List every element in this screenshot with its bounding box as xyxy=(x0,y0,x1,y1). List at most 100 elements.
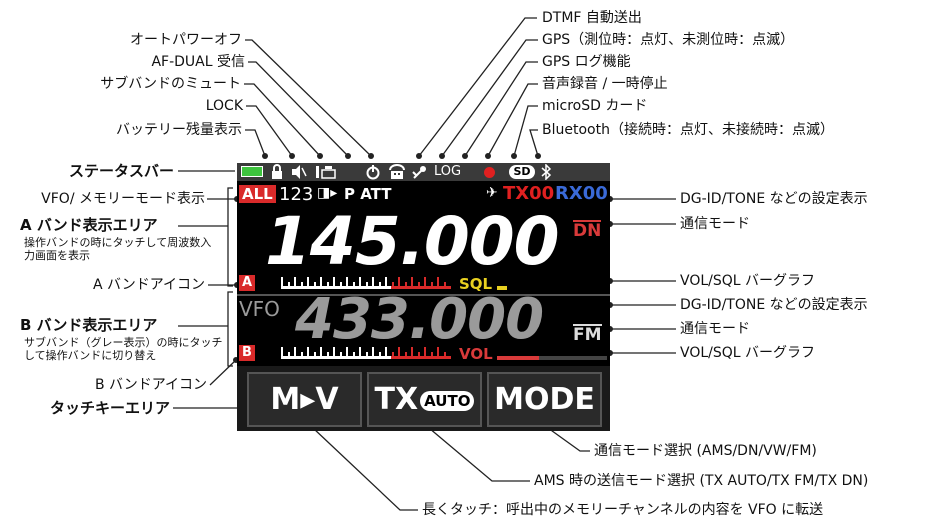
tx-setting: TX00 xyxy=(503,183,555,204)
callout-gps-log xyxy=(464,61,538,157)
band-a-icon: A xyxy=(239,275,255,291)
meter-tick xyxy=(320,277,322,289)
meter-tick xyxy=(346,347,348,359)
label-battery: バッテリー残量表示 xyxy=(116,122,242,138)
vol-bar-track xyxy=(539,356,607,360)
label-dtmf: DTMF 自動送出 xyxy=(542,10,642,26)
meter-tick xyxy=(281,347,283,359)
meter-tick xyxy=(424,277,426,289)
meter-tick xyxy=(424,347,426,359)
meter-tick xyxy=(300,352,303,359)
gps-icon xyxy=(411,164,431,180)
p-att-label: P ATT xyxy=(344,185,392,203)
mem-tag-icon: ◨▸ xyxy=(317,185,338,201)
band-divider xyxy=(237,294,610,296)
frequency-b[interactable]: 433.000 xyxy=(295,287,544,352)
label-b-band-desc: サブバンド（グレー表示）の時にタッチして操作バンドに切り替え xyxy=(24,336,223,362)
callout-mode-select xyxy=(547,427,590,452)
meter-tick xyxy=(391,282,394,289)
callout-microsd xyxy=(513,105,538,157)
mode-key[interactable]: MODE xyxy=(487,372,602,427)
meter-tick xyxy=(417,282,420,289)
meter-tick xyxy=(437,347,439,359)
dtmf-icon xyxy=(388,164,406,180)
meter-tick xyxy=(300,282,303,289)
bracket-a-band xyxy=(227,187,233,287)
radio-screen: LOG SD ALL 123 ◨▸ P ATT ✈ TX00 RX00 145.… xyxy=(237,163,610,431)
gps-log-label: LOG xyxy=(434,164,462,179)
s-meter-b xyxy=(281,345,451,359)
meter-tick xyxy=(326,282,329,289)
meter-tick xyxy=(281,277,283,289)
label-touch-key: タッチキーエリア xyxy=(49,399,170,417)
mode-b: FM xyxy=(573,324,602,345)
vol-bar xyxy=(497,356,539,360)
label-dgid-a: DG-ID/TONE などの設定表示 xyxy=(680,191,868,207)
band-b-icon: B xyxy=(239,345,255,361)
auto-badge: AUTO xyxy=(420,390,475,411)
meter-tick xyxy=(404,352,407,359)
label-volsql-b: VOL/SQL バーグラフ xyxy=(680,345,816,361)
label-long-touch: 長くタッチ：呼出中のメモリーチャンネルの内容を VFO に転送 xyxy=(422,502,824,518)
all-badge: ALL xyxy=(239,185,276,203)
label-auto-power-off: オートパワーオフ xyxy=(130,32,242,48)
meter-tick xyxy=(372,347,374,359)
frequency-a[interactable]: 145.000 xyxy=(265,203,560,280)
label-status-bar: ステータスバー xyxy=(68,162,174,180)
meter-tick xyxy=(437,277,439,289)
meter-tick xyxy=(307,277,309,289)
label-mode-select: 通信モード選択 (AMS/DN/VW/FM) xyxy=(594,443,817,459)
label-rec: 音声録音 / 一時停止 xyxy=(542,76,668,92)
callout-dtmf xyxy=(418,17,537,157)
label-ams-tx: AMS 時の送信モード選択 (TX AUTO/TX FM/TX DN) xyxy=(534,473,869,489)
meter-tick xyxy=(430,352,433,359)
callout-battery xyxy=(245,129,266,157)
meter-tick xyxy=(430,282,433,289)
meter-tick xyxy=(443,352,446,359)
meter-tick xyxy=(359,347,361,359)
label-lock: LOCK xyxy=(205,98,243,114)
meter-tick xyxy=(352,352,355,359)
bluetooth-icon xyxy=(540,163,552,181)
vfo-b-label: VFO xyxy=(239,297,280,321)
s-meter-a xyxy=(281,275,451,289)
meter-base xyxy=(281,286,391,289)
meter-tick xyxy=(372,277,374,289)
meter-tick xyxy=(333,277,335,289)
tx-key-label: TX xyxy=(374,382,419,417)
label-volsql-a: VOL/SQL バーグラフ xyxy=(680,273,816,289)
af-dual-icon xyxy=(315,164,337,180)
label-mode-a: 通信モード xyxy=(680,216,750,232)
memory-info: 123 xyxy=(279,184,314,205)
label-bluetooth: Bluetooth（接続時：点灯、未接続時：点滅） xyxy=(542,122,834,138)
meter-tick xyxy=(333,347,335,359)
meter-tick xyxy=(443,282,446,289)
speaker-mute-icon xyxy=(291,164,307,180)
meter-base-red xyxy=(391,286,451,289)
callout-gps xyxy=(441,39,538,157)
meter-tick xyxy=(385,347,387,359)
meter-tick xyxy=(294,277,296,289)
callout-ams-tx xyxy=(428,427,530,482)
meter-tick xyxy=(378,352,381,359)
battery-icon xyxy=(241,166,263,177)
mv-key[interactable]: M▸V xyxy=(247,372,362,427)
label-b-band-icon: B バンドアイコン xyxy=(94,377,207,393)
meter-tick xyxy=(346,277,348,289)
dgid-icon: ✈ xyxy=(486,185,498,201)
rx-setting[interactable]: RX00 xyxy=(555,183,608,204)
meter-tick xyxy=(307,347,309,359)
meter-tick xyxy=(359,277,361,289)
callout-b-icon xyxy=(209,359,237,386)
meter-base-red xyxy=(391,356,451,359)
meter-tick xyxy=(404,282,407,289)
meter-tick xyxy=(398,277,400,289)
meter-tick xyxy=(391,352,394,359)
meter-tick xyxy=(313,282,316,289)
callout-sub-mute xyxy=(244,83,321,157)
lock-icon xyxy=(270,164,284,180)
meter-tick xyxy=(294,347,296,359)
